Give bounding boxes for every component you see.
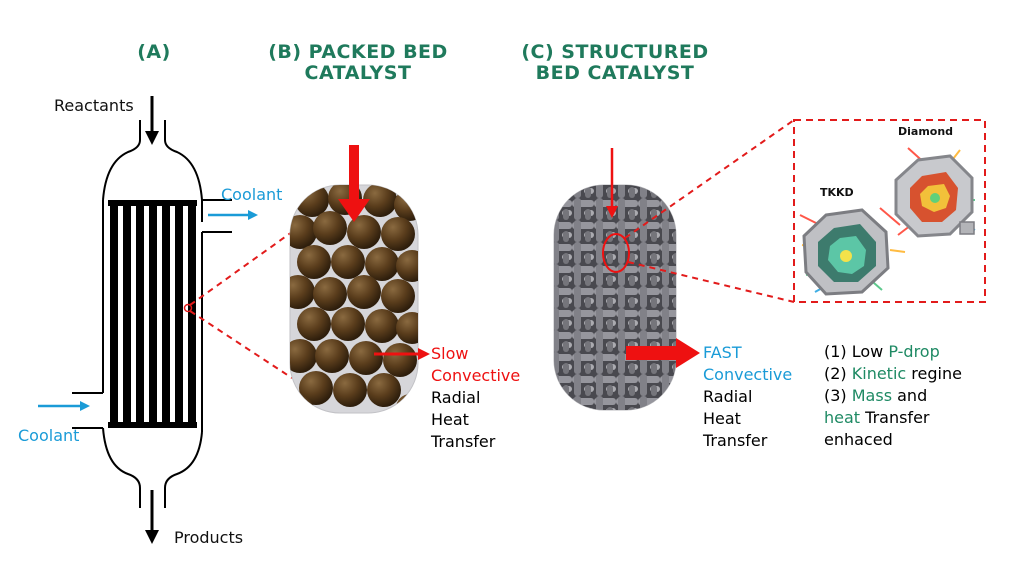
benefit-5: enhaced bbox=[824, 430, 893, 449]
coolant-out-label: Coolant bbox=[221, 185, 283, 204]
benefit-1-prefix: (1) Low bbox=[824, 342, 889, 361]
benefit-2-suffix: regine bbox=[906, 364, 962, 383]
coolant-in-arrow bbox=[38, 401, 90, 411]
benefit-2-highlight: Kinetic bbox=[851, 364, 907, 383]
structured-bed-caption-line4: Heat bbox=[703, 409, 741, 428]
packed-bed-caption-line4: Heat bbox=[431, 410, 469, 429]
benefit-3-prefix: (3) bbox=[824, 386, 852, 405]
zoom-lines-c bbox=[624, 119, 795, 303]
zoom-lines-a bbox=[189, 231, 293, 379]
packed-bed-caption-line5: Transfer bbox=[431, 432, 496, 451]
structured-bed bbox=[553, 184, 677, 411]
coolant-in-label: Coolant bbox=[18, 426, 80, 445]
structured-bed-caption-line5: Transfer bbox=[703, 431, 768, 450]
product-arrow bbox=[145, 490, 159, 544]
benefit-1-highlight: P-drop bbox=[888, 342, 940, 361]
structured-bed-caption-line2: Convective bbox=[703, 365, 793, 384]
packed-bed-caption-line3: Radial bbox=[431, 388, 481, 407]
benefit-2-prefix: (2) bbox=[824, 364, 852, 383]
reactor-tubes bbox=[108, 200, 197, 428]
reactants-label: Reactants bbox=[54, 96, 134, 115]
benefits-list: (1) Low P-drop (2) Kinetic regine (3) Ma… bbox=[824, 341, 962, 451]
inset-label-diamond: Diamond bbox=[898, 125, 954, 138]
packed-bed-flow-arrow bbox=[338, 145, 370, 222]
benefit-4-highlight: heat bbox=[824, 408, 861, 427]
benefit-3: (3) Mass and bbox=[824, 385, 962, 407]
zoom-marker-a bbox=[183, 303, 193, 313]
heading-c-line1: (C) STRUCTURED bbox=[521, 41, 709, 63]
heading-b-line1: (B) PACKED BED bbox=[268, 41, 448, 63]
structured-bed-caption-line1: FAST bbox=[703, 343, 742, 362]
structured-bed-flow-arrow bbox=[606, 148, 618, 218]
packed-bed-caption-line1: Slow bbox=[431, 344, 469, 363]
benefit-4-suffix: Transfer bbox=[860, 408, 930, 427]
benefit-3-suffix: and bbox=[892, 386, 928, 405]
benefit-4: heat Transfer bbox=[824, 407, 962, 429]
structured-bed-caption: FAST Convective Radial Heat Transfer bbox=[703, 342, 792, 452]
heading-a: (A) bbox=[137, 41, 171, 63]
packed-bed-caption-line2: Convective bbox=[431, 366, 521, 385]
heading-b-line2: CATALYST bbox=[304, 62, 412, 84]
benefit-2: (2) Kinetic regine bbox=[824, 363, 962, 385]
heading-b: (B) PACKED BED CATALYST bbox=[262, 42, 454, 84]
tkkd-cell-image bbox=[799, 207, 906, 296]
heading-c-line2: BED CATALYST bbox=[535, 62, 695, 84]
heading-c: (C) STRUCTURED BED CATALYST bbox=[512, 42, 718, 84]
zoom-marker-c bbox=[602, 233, 630, 273]
coolant-out-arrow bbox=[208, 210, 258, 220]
tubular-reactor bbox=[72, 120, 232, 508]
benefit-1: (1) Low P-drop bbox=[824, 341, 962, 363]
diamond-cell-image bbox=[894, 147, 976, 238]
packed-bed-caption: Slow Convective Radial Heat Transfer bbox=[431, 343, 520, 453]
structured-bed-radial-arrow bbox=[626, 338, 700, 368]
structured-bed-caption-line3: Radial bbox=[703, 387, 753, 406]
packed-bed-radial-arrow bbox=[374, 348, 430, 360]
products-label: Products bbox=[174, 528, 244, 547]
benefit-3-highlight: Mass bbox=[851, 386, 893, 405]
inset-label-tkkd: TKKD bbox=[820, 186, 854, 199]
reactant-arrow bbox=[145, 96, 159, 145]
